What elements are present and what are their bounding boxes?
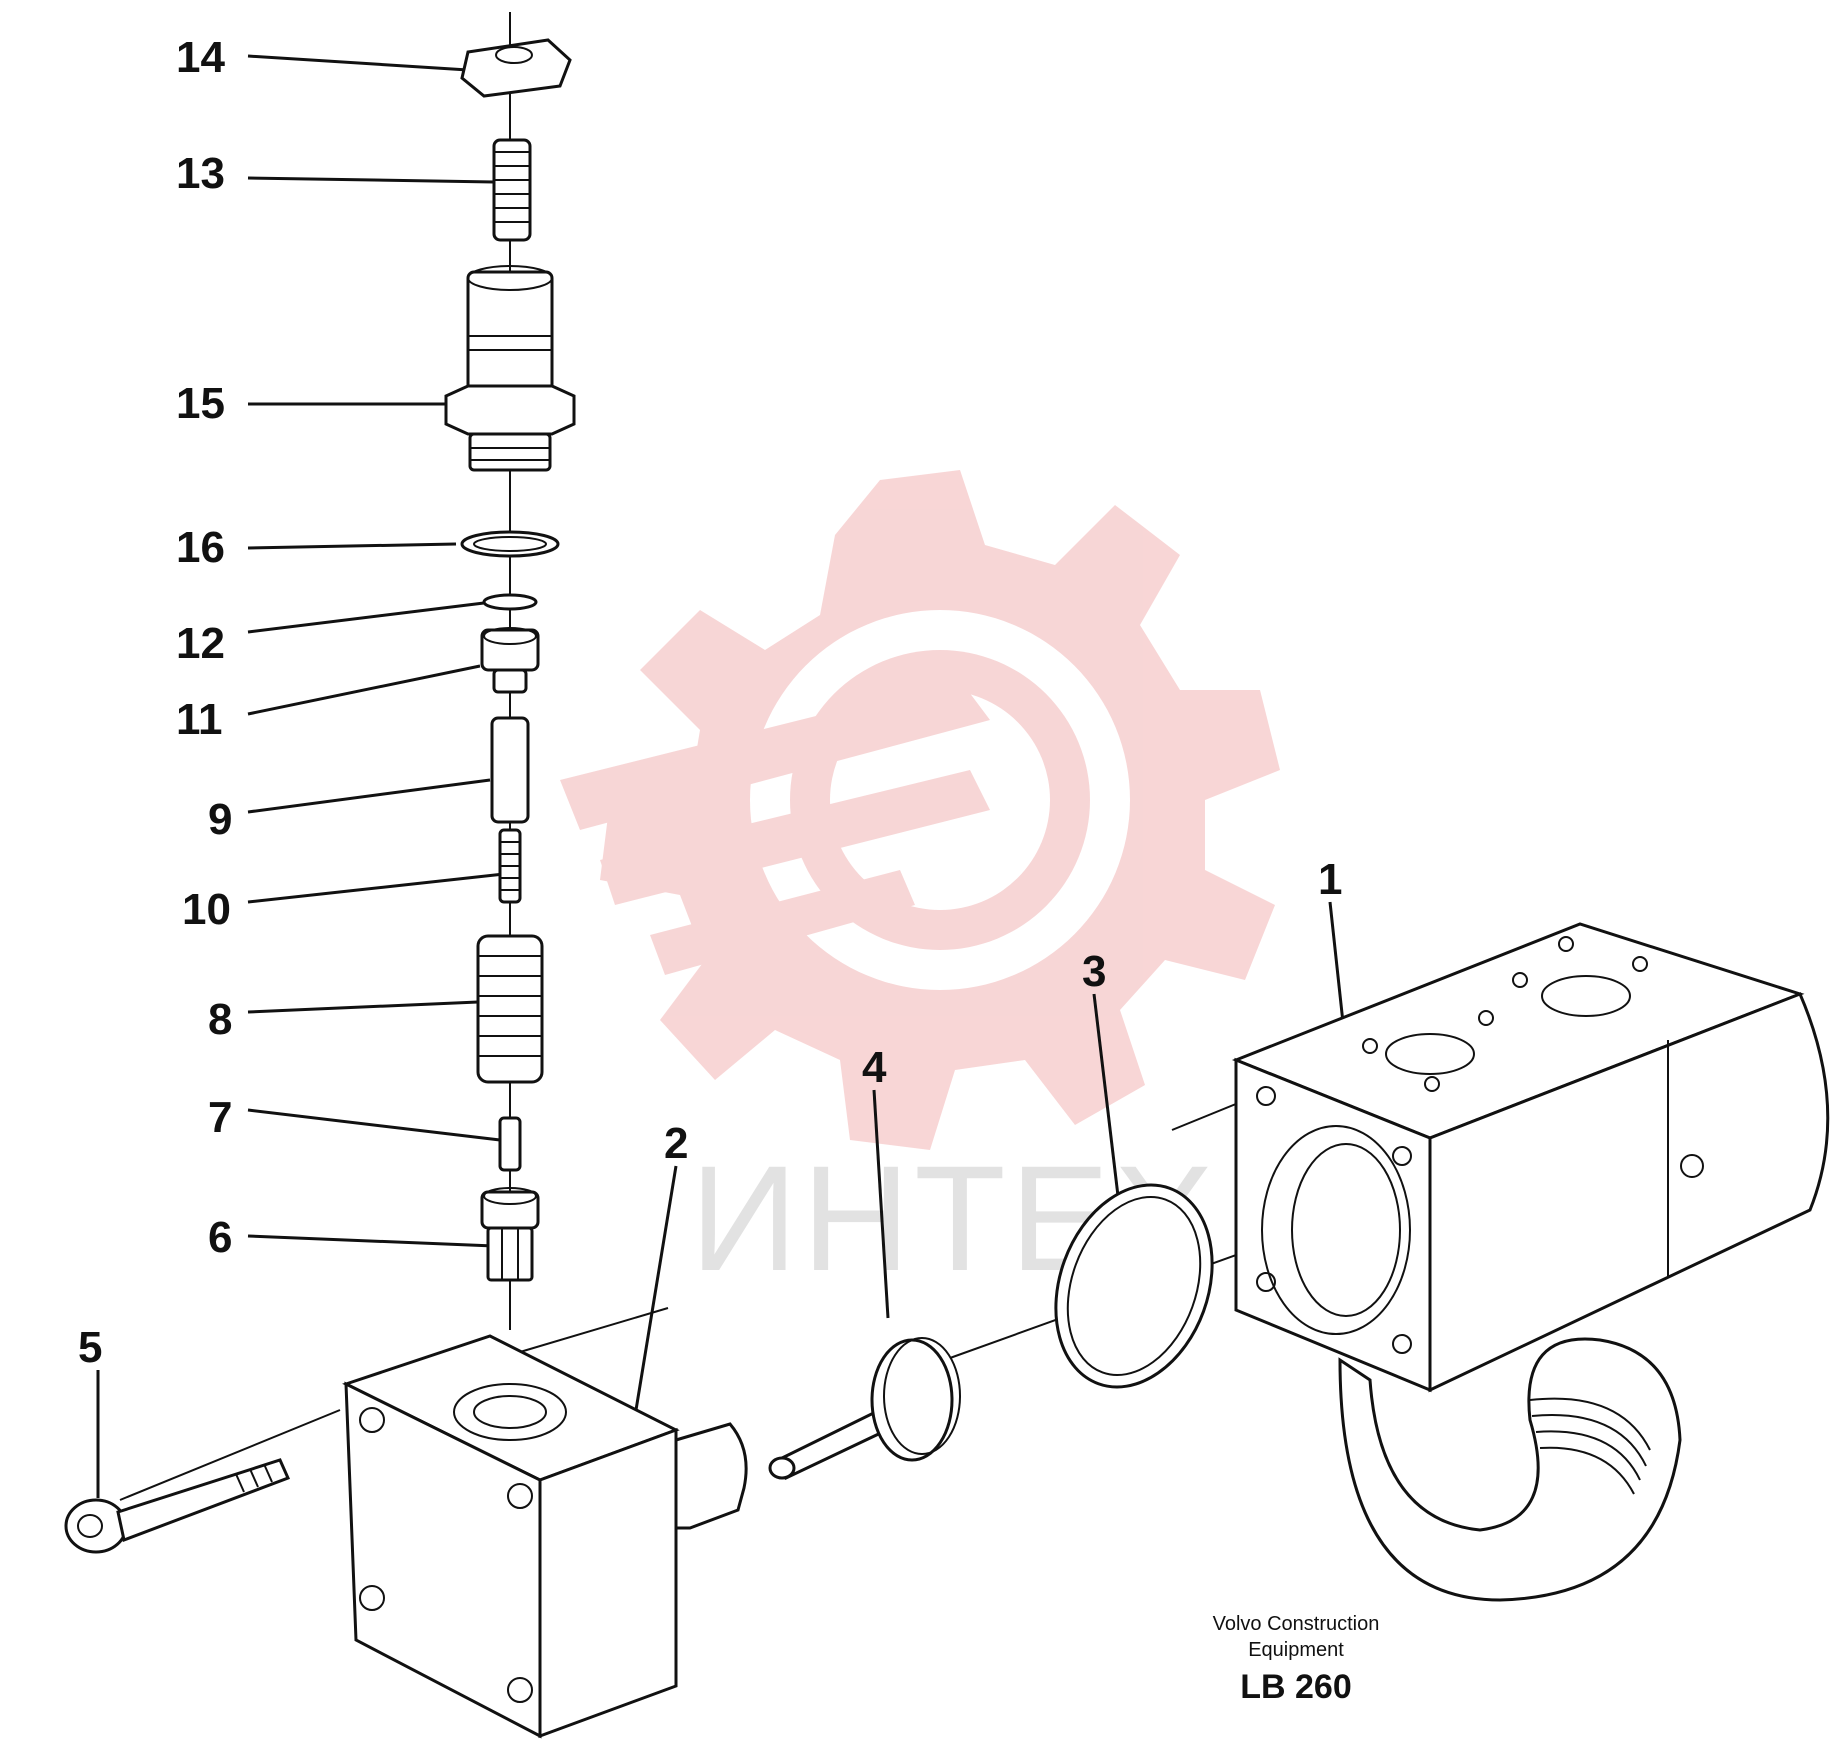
callout-9: 9 (208, 795, 232, 844)
part-7-small-pin (498, 1116, 522, 1172)
part-4-piston (768, 1337, 961, 1481)
callout-3: 3 (1082, 947, 1106, 996)
part-2-valve-block (342, 1334, 748, 1739)
callout-6: 6 (208, 1213, 232, 1262)
part-14-hex-nut (460, 38, 572, 98)
part-13-spring (492, 138, 532, 242)
part-6-guide (480, 1187, 540, 1282)
callout-labels: 14 13 15 16 12 11 9 10 8 7 6 5 2 4 3 1 (78, 33, 1342, 1372)
caption-block: Volvo Construction Equipment LB 260 (1213, 1613, 1380, 1706)
diagram-code: LB 260 (1240, 1668, 1352, 1706)
callout-16: 16 (176, 523, 225, 572)
callout-1: 1 (1318, 855, 1342, 904)
caption-line-2: Equipment (1248, 1639, 1344, 1661)
part-5-bolt (64, 1458, 291, 1554)
part-12-o-ring (482, 593, 538, 611)
callout-14: 14 (176, 33, 225, 82)
callout-5: 5 (78, 1323, 102, 1372)
part-8-large-spring (476, 934, 544, 1084)
watermark-gear-logo (560, 470, 1280, 1150)
callout-11: 11 (176, 695, 223, 744)
callout-13: 13 (176, 149, 225, 198)
callout-7: 7 (208, 1093, 232, 1142)
callout-10: 10 (182, 885, 231, 934)
callout-2: 2 (664, 1119, 688, 1168)
callout-8: 8 (208, 995, 232, 1044)
part-3-seal-ring (1054, 1183, 1214, 1389)
part-9-pin (490, 716, 530, 824)
callout-12: 12 (176, 619, 225, 668)
part-16-seal-ring (460, 530, 560, 558)
part-11-valve-seat (480, 627, 540, 694)
part-1-main-housing (1231, 922, 1830, 1602)
part-15-valve-housing (444, 265, 576, 472)
callout-15: 15 (176, 379, 225, 428)
callout-4: 4 (862, 1043, 887, 1092)
caption-line-1: Volvo Construction (1213, 1613, 1380, 1635)
part-10-small-spring (498, 828, 522, 904)
